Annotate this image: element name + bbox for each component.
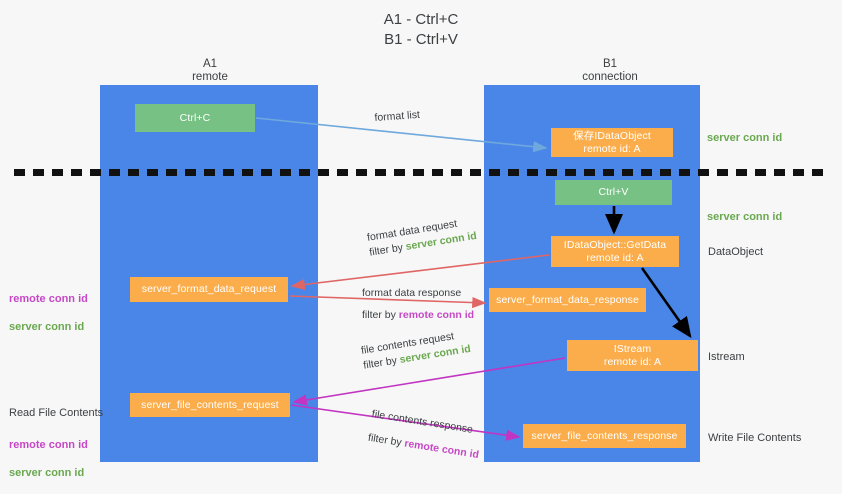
node-save-idataobject[interactable]: 保存IDataObject remote id: A bbox=[551, 128, 673, 157]
node-server-format-data-response[interactable]: server_format_data_response bbox=[489, 288, 646, 312]
filter-prefix: filter by bbox=[362, 309, 399, 321]
node-server-file-contents-response[interactable]: server_file_contents_response bbox=[523, 424, 686, 448]
label-server-conn-id-top: server conn id bbox=[707, 132, 783, 144]
filter-value-remote-conn-id: remote conn id bbox=[403, 437, 480, 462]
phase-divider bbox=[14, 169, 828, 176]
label-remote-conn-id: remote conn id bbox=[9, 439, 88, 451]
arrow-label-file-contents-response: file contents response filter by remote … bbox=[367, 407, 484, 463]
arrow-label-format-data-response-text: format data response bbox=[362, 287, 462, 299]
arrow-label-format-list: format list bbox=[374, 108, 420, 126]
node-server-format-data-request[interactable]: server_format_data_request bbox=[130, 277, 288, 302]
label-istream: Istream bbox=[708, 351, 745, 363]
column-header-a1: A1 remote bbox=[192, 58, 228, 83]
label-read-file-contents-group: Read File Contents remote conn id server… bbox=[9, 392, 104, 494]
label-remote-conn-id: remote conn id bbox=[9, 293, 88, 305]
node-ctrl-v[interactable]: Ctrl+V bbox=[555, 180, 672, 205]
arrow-label-format-data-request: format data request filter by server con… bbox=[366, 214, 478, 261]
arrow-label-format-data-response: format data response filter by remote co… bbox=[362, 286, 474, 323]
column-header-b1: B1 connection bbox=[582, 58, 638, 83]
label-server-conn-id: server conn id bbox=[9, 321, 85, 333]
filter-value-remote-conn-id: remote conn id bbox=[398, 309, 475, 321]
arrow-label-format-list-text: format list bbox=[374, 108, 421, 124]
label-server-conn-id: server conn id bbox=[9, 467, 85, 479]
label-server-conn-id-mid: server conn id bbox=[707, 211, 783, 223]
node-istream[interactable]: IStream remote id: A bbox=[567, 340, 698, 371]
arrow-label-file-contents-request: file contents request filter by server c… bbox=[360, 327, 472, 374]
label-dataobject: DataObject bbox=[708, 246, 764, 258]
node-idataobject-getdata[interactable]: IDataObject::GetData remote id: A bbox=[551, 236, 679, 267]
filter-prefix: filter by bbox=[367, 431, 406, 450]
label-read-file-contents: Read File Contents bbox=[9, 407, 104, 419]
label-write-file-contents: Write File Contents bbox=[708, 432, 802, 444]
node-server-file-contents-request[interactable]: server_file_contents_request bbox=[130, 393, 290, 417]
node-ctrl-c[interactable]: Ctrl+C bbox=[135, 104, 255, 132]
label-conn-ids-top: remote conn id server conn id bbox=[9, 278, 101, 348]
page-title: A1 - Ctrl+C B1 - Ctrl+V bbox=[383, 11, 459, 48]
arrow-label-format-data-response-filter: filter by remote conn id bbox=[362, 308, 474, 323]
